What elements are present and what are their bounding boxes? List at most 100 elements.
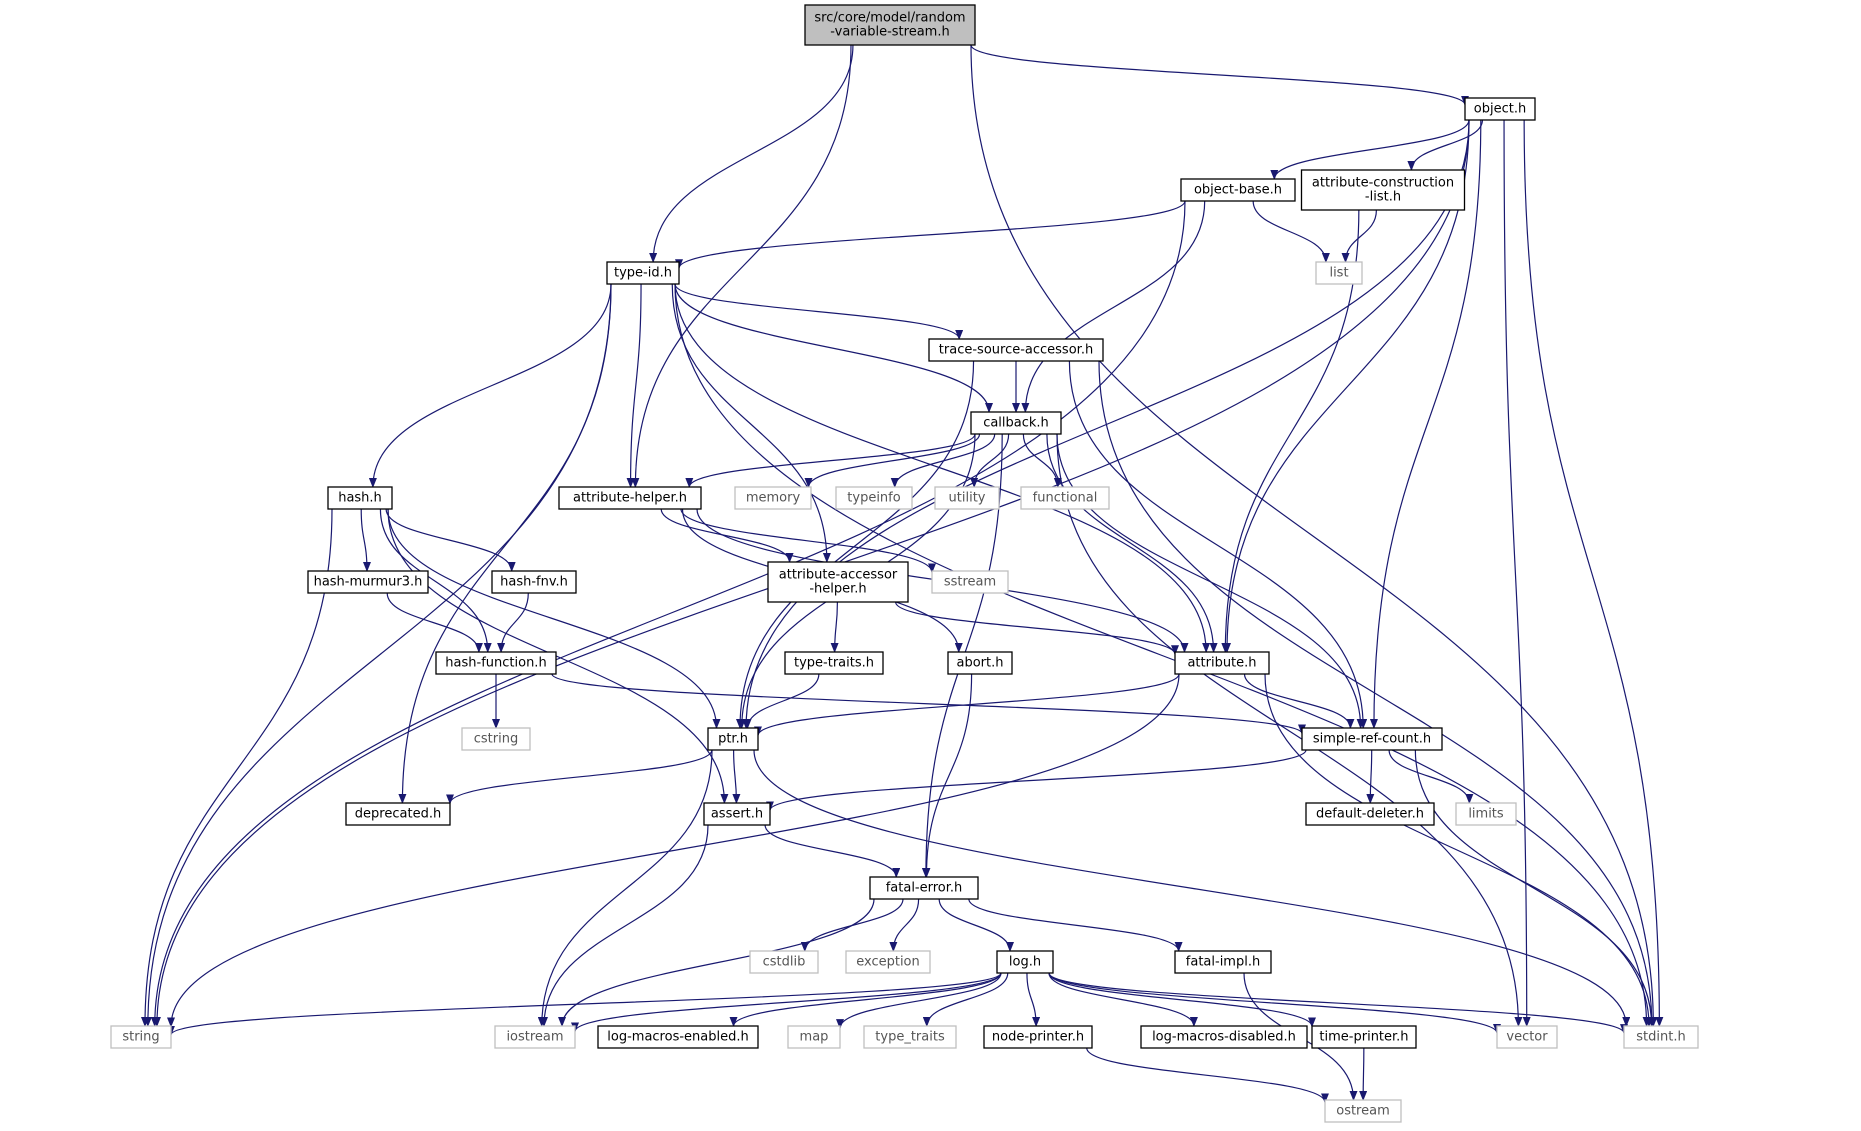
edge-attribute-to-ptr (754, 673, 1180, 737)
node-label: exception (856, 955, 920, 970)
edge-callback-to-utility (970, 433, 1010, 488)
node-trace-src[interactable]: trace-source-accessor.h (928, 338, 1104, 362)
edge-attribute-to-stdint (1264, 673, 1653, 1027)
edge-attr-constr-to-list (1341, 209, 1377, 263)
node-box (787, 1025, 841, 1049)
node-label: default-deleter.h (1316, 807, 1424, 822)
node-label: attribute.h (1187, 656, 1256, 671)
node-simple-ref[interactable]: simple-ref-count.h (1301, 727, 1443, 751)
node-label: hash.h (338, 491, 382, 506)
node-label: ptr.h (718, 732, 748, 747)
node-sstream: sstream (931, 570, 1009, 594)
edge-type-id-to-deprecated (398, 283, 612, 804)
node-box (1311, 1025, 1417, 1049)
node-box (1623, 1025, 1699, 1049)
node-label: deprecated.h (355, 807, 441, 822)
node-fatal-impl[interactable]: fatal-impl.h (1174, 950, 1272, 974)
node-box (1305, 802, 1435, 826)
node-log-macros-en[interactable]: log-macros-enabled.h (597, 1025, 759, 1049)
node-deprecated[interactable]: deprecated.h (345, 802, 451, 826)
edge-log-to-type_traits (922, 972, 1009, 1027)
node-label: typeinfo (847, 491, 900, 506)
edge-root-to-object (970, 44, 1469, 106)
node-utility: utility (934, 486, 1000, 510)
node-object-base[interactable]: object-base.h (1180, 178, 1296, 202)
edge-type-id-to-stdint (674, 283, 1651, 1027)
node-hash-murmur3[interactable]: hash-murmur3.h (307, 570, 429, 594)
node-label: src/core/model/random (814, 11, 965, 26)
node-box (1455, 802, 1517, 826)
node-label: string (122, 1030, 159, 1045)
node-attr-accessor[interactable]: attribute-accessor-helper.h (767, 561, 909, 603)
node-iostream: iostream (494, 1025, 576, 1049)
node-label: log-macros-disabled.h (1152, 1030, 1296, 1045)
node-vector: vector (1496, 1025, 1558, 1049)
node-label: -variable-stream.h (830, 25, 949, 40)
node-attr-constr[interactable]: attribute-construction-list.h (1300, 169, 1466, 211)
edge-callback-to-attr-helper (685, 433, 976, 488)
node-node-printer[interactable]: node-printer.h (983, 1025, 1093, 1049)
edge-root-to-stdint (970, 44, 1658, 1027)
node-box (558, 486, 702, 510)
node-box (845, 950, 931, 974)
node-attribute[interactable]: attribute.h (1174, 651, 1270, 675)
node-hash[interactable]: hash.h (327, 486, 393, 510)
edge-simple-ref-to-limits (1388, 749, 1474, 804)
node-log[interactable]: log.h (996, 950, 1054, 974)
node-box (327, 486, 393, 510)
node-box (835, 486, 913, 510)
node-box (461, 727, 531, 751)
edge-fatal-error-to-fatal-impl (968, 898, 1183, 952)
edge-object-base-to-callback (1021, 200, 1206, 413)
edge-callback-to-typeinfo (890, 433, 996, 488)
node-type-id[interactable]: type-id.h (606, 261, 680, 285)
node-log-macros-dis[interactable]: log-macros-disabled.h (1140, 1025, 1308, 1049)
edge-log-to-iostream (571, 972, 1002, 1033)
edge-object-to-object-base (1270, 119, 1470, 180)
edge-hash-to-string-left (140, 508, 333, 1027)
node-box (1174, 950, 1272, 974)
node-assert[interactable]: assert.h (703, 802, 771, 826)
node-time-printer[interactable]: time-printer.h (1311, 1025, 1417, 1049)
node-label: attribute-accessor (779, 568, 898, 583)
node-box (606, 261, 680, 285)
node-hash-function[interactable]: hash-function.h (435, 651, 557, 675)
edge-node-printer-to-ostream (1086, 1047, 1329, 1104)
node-object[interactable]: object.h (1464, 97, 1536, 121)
edge-root-to-type-id (649, 44, 854, 263)
node-list: list (1315, 261, 1363, 285)
node-default-deleter[interactable]: default-deleter.h (1305, 802, 1435, 826)
node-label: log.h (1009, 955, 1041, 970)
node-label: vector (1506, 1030, 1548, 1045)
node-box (597, 1025, 759, 1049)
node-label: object-base.h (1194, 183, 1282, 198)
node-box (767, 561, 909, 603)
node-label: fatal-impl.h (1186, 955, 1260, 970)
node-box (734, 486, 812, 510)
node-typeinfo: typeinfo (835, 486, 913, 510)
node-callback[interactable]: callback.h (970, 411, 1062, 435)
edge-object-base-to-list (1252, 200, 1330, 263)
node-memory: memory (734, 486, 812, 510)
node-type-traits-h[interactable]: type-traits.h (784, 651, 884, 675)
node-root[interactable]: src/core/model/random-variable-stream.h (804, 4, 976, 46)
node-box (749, 950, 819, 974)
edge-attr-accessor-to-type-traits-h (830, 601, 839, 653)
node-label: -helper.h (809, 582, 866, 597)
node-abort[interactable]: abort.h (947, 651, 1013, 675)
node-box (1140, 1025, 1308, 1049)
edge-object-to-ptr (742, 119, 1470, 729)
node-hash-fnv[interactable]: hash-fnv.h (491, 570, 577, 594)
node-label: simple-ref-count.h (1313, 732, 1431, 747)
node-ptr[interactable]: ptr.h (707, 727, 759, 751)
node-box (928, 338, 1104, 362)
node-label: object.h (1474, 102, 1526, 117)
node-attr-helper[interactable]: attribute-helper.h (558, 486, 702, 510)
node-label: cstring (474, 732, 518, 747)
node-box (1496, 1025, 1558, 1049)
node-box (1301, 727, 1443, 751)
node-label: map (800, 1030, 829, 1045)
edge-type-id-to-attr-helper (626, 283, 642, 488)
node-fatal-error[interactable]: fatal-error.h (869, 876, 979, 900)
